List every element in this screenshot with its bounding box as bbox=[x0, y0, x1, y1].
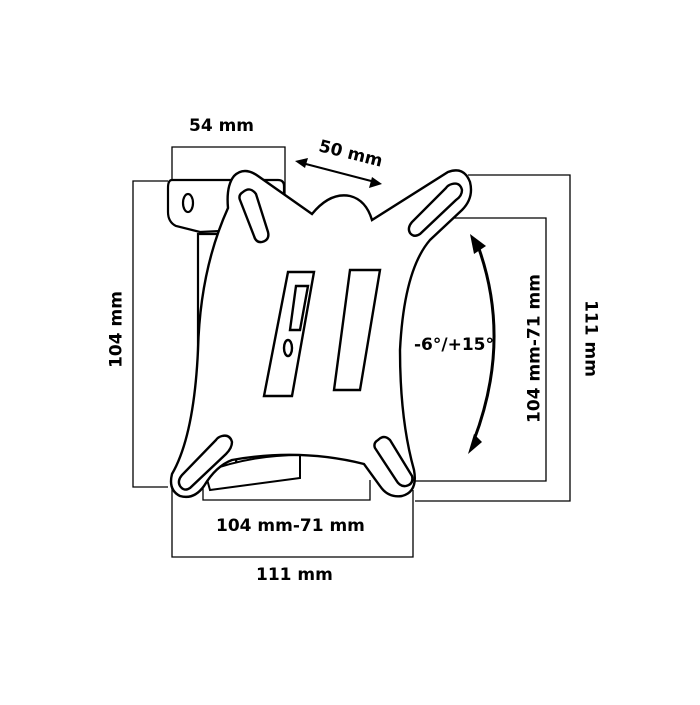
dim-right-104-71mm-line bbox=[415, 217, 547, 482]
label-bottom-outer-width: 111 mm bbox=[256, 565, 333, 585]
label-bottom-inner-width: 104 mm-71 mm bbox=[216, 516, 365, 536]
dim-bottom-104-71mm-line bbox=[202, 480, 371, 501]
dimension-lines bbox=[132, 146, 571, 558]
label-right-outer-height: 111 mm bbox=[580, 300, 601, 377]
label-top-width: 54 mm bbox=[189, 116, 255, 136]
dim-bottom-111mm-line bbox=[171, 480, 414, 558]
dim-right-111mm-line bbox=[415, 174, 571, 502]
dim-50mm-arrow bbox=[295, 158, 382, 188]
dim-left-104mm-line bbox=[132, 180, 168, 488]
dim-54mm-line bbox=[171, 146, 286, 200]
label-right-inner-height: 104 mm-71 mm bbox=[524, 274, 545, 423]
label-tilt-angle: -6°/+15° bbox=[414, 335, 494, 355]
double-arrow-arc-icon bbox=[468, 234, 496, 454]
vesa-plate bbox=[169, 169, 473, 499]
label-left-height: 104 mm bbox=[106, 291, 127, 368]
